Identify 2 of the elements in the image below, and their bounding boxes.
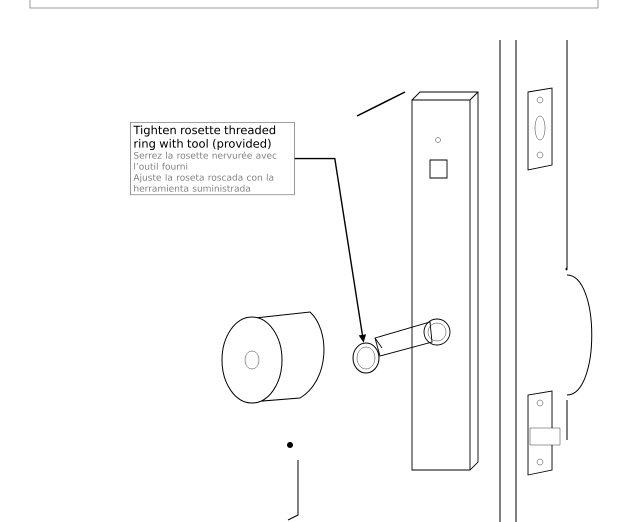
threaded-ring xyxy=(352,342,380,374)
callout-box: Tighten rosette threaded ring with tool (provided) Serrez la rosette nervurée avec l’outil fourni Ajuste la roseta roscada con la herramienta suministrada xyxy=(130,122,295,196)
